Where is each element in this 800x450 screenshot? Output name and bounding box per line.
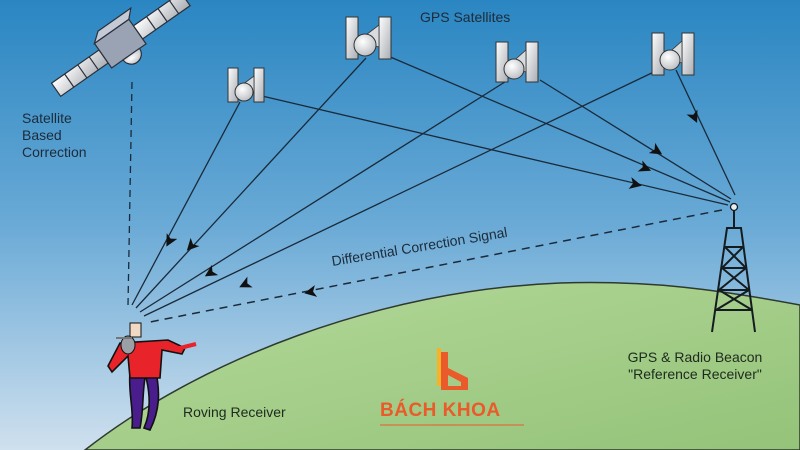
signal-line: [261, 95, 729, 206]
signal-lines-to-beacon: [261, 55, 736, 206]
bach-khoa-logo-text: BÁCH KHOA: [380, 400, 501, 421]
differential-arrow-head: [304, 285, 318, 297]
gps-satellite-icon: [227, 67, 265, 103]
arrow-head: [686, 109, 698, 123]
signal-arrows-rover: [166, 233, 253, 288]
signal-line: [675, 69, 736, 196]
gps-satellite-icon: [495, 41, 539, 83]
arrow-head: [628, 177, 642, 189]
signal-lines-to-rover: [131, 57, 659, 317]
signal-line: [131, 101, 241, 306]
beacon-label: GPS & Radio Beacon "Reference Receiver": [608, 349, 782, 383]
signal-line: [143, 69, 659, 317]
arrow-head: [637, 160, 652, 172]
arrow-head: [648, 142, 663, 155]
arrow-head: [186, 237, 200, 251]
satellite-correction-dashed-line: [127, 81, 133, 306]
roving-person-icon: [107, 322, 197, 431]
label-line: Satellite: [22, 110, 72, 126]
arrow-head: [239, 276, 253, 288]
signal-line: [135, 57, 367, 309]
label-line: Correction: [22, 144, 87, 160]
signal-arrows-beacon: [628, 109, 698, 189]
gps-satellite-icon: [651, 32, 695, 76]
radio-tower-icon: [711, 202, 756, 333]
label-line: Based: [22, 127, 62, 143]
beacon-label-line1: GPS & Radio Beacon: [627, 349, 763, 365]
roving-receiver-label: Roving Receiver: [183, 404, 286, 420]
gps-satellite-icon: [345, 16, 392, 60]
arrow-head: [166, 233, 178, 247]
signal-line: [539, 79, 732, 200]
signal-line: [139, 79, 509, 313]
arrow-head: [204, 264, 219, 277]
signal-line: [387, 55, 731, 203]
gps-satellites-label: GPS Satellites: [420, 9, 511, 25]
satellite-based-correction-label: Satellite Based Correction: [22, 110, 132, 161]
correction-satellite-icon: [50, 0, 191, 98]
beacon-label-line2: "Reference Receiver": [628, 366, 762, 382]
bach-khoa-logo-mark: [437, 348, 468, 390]
